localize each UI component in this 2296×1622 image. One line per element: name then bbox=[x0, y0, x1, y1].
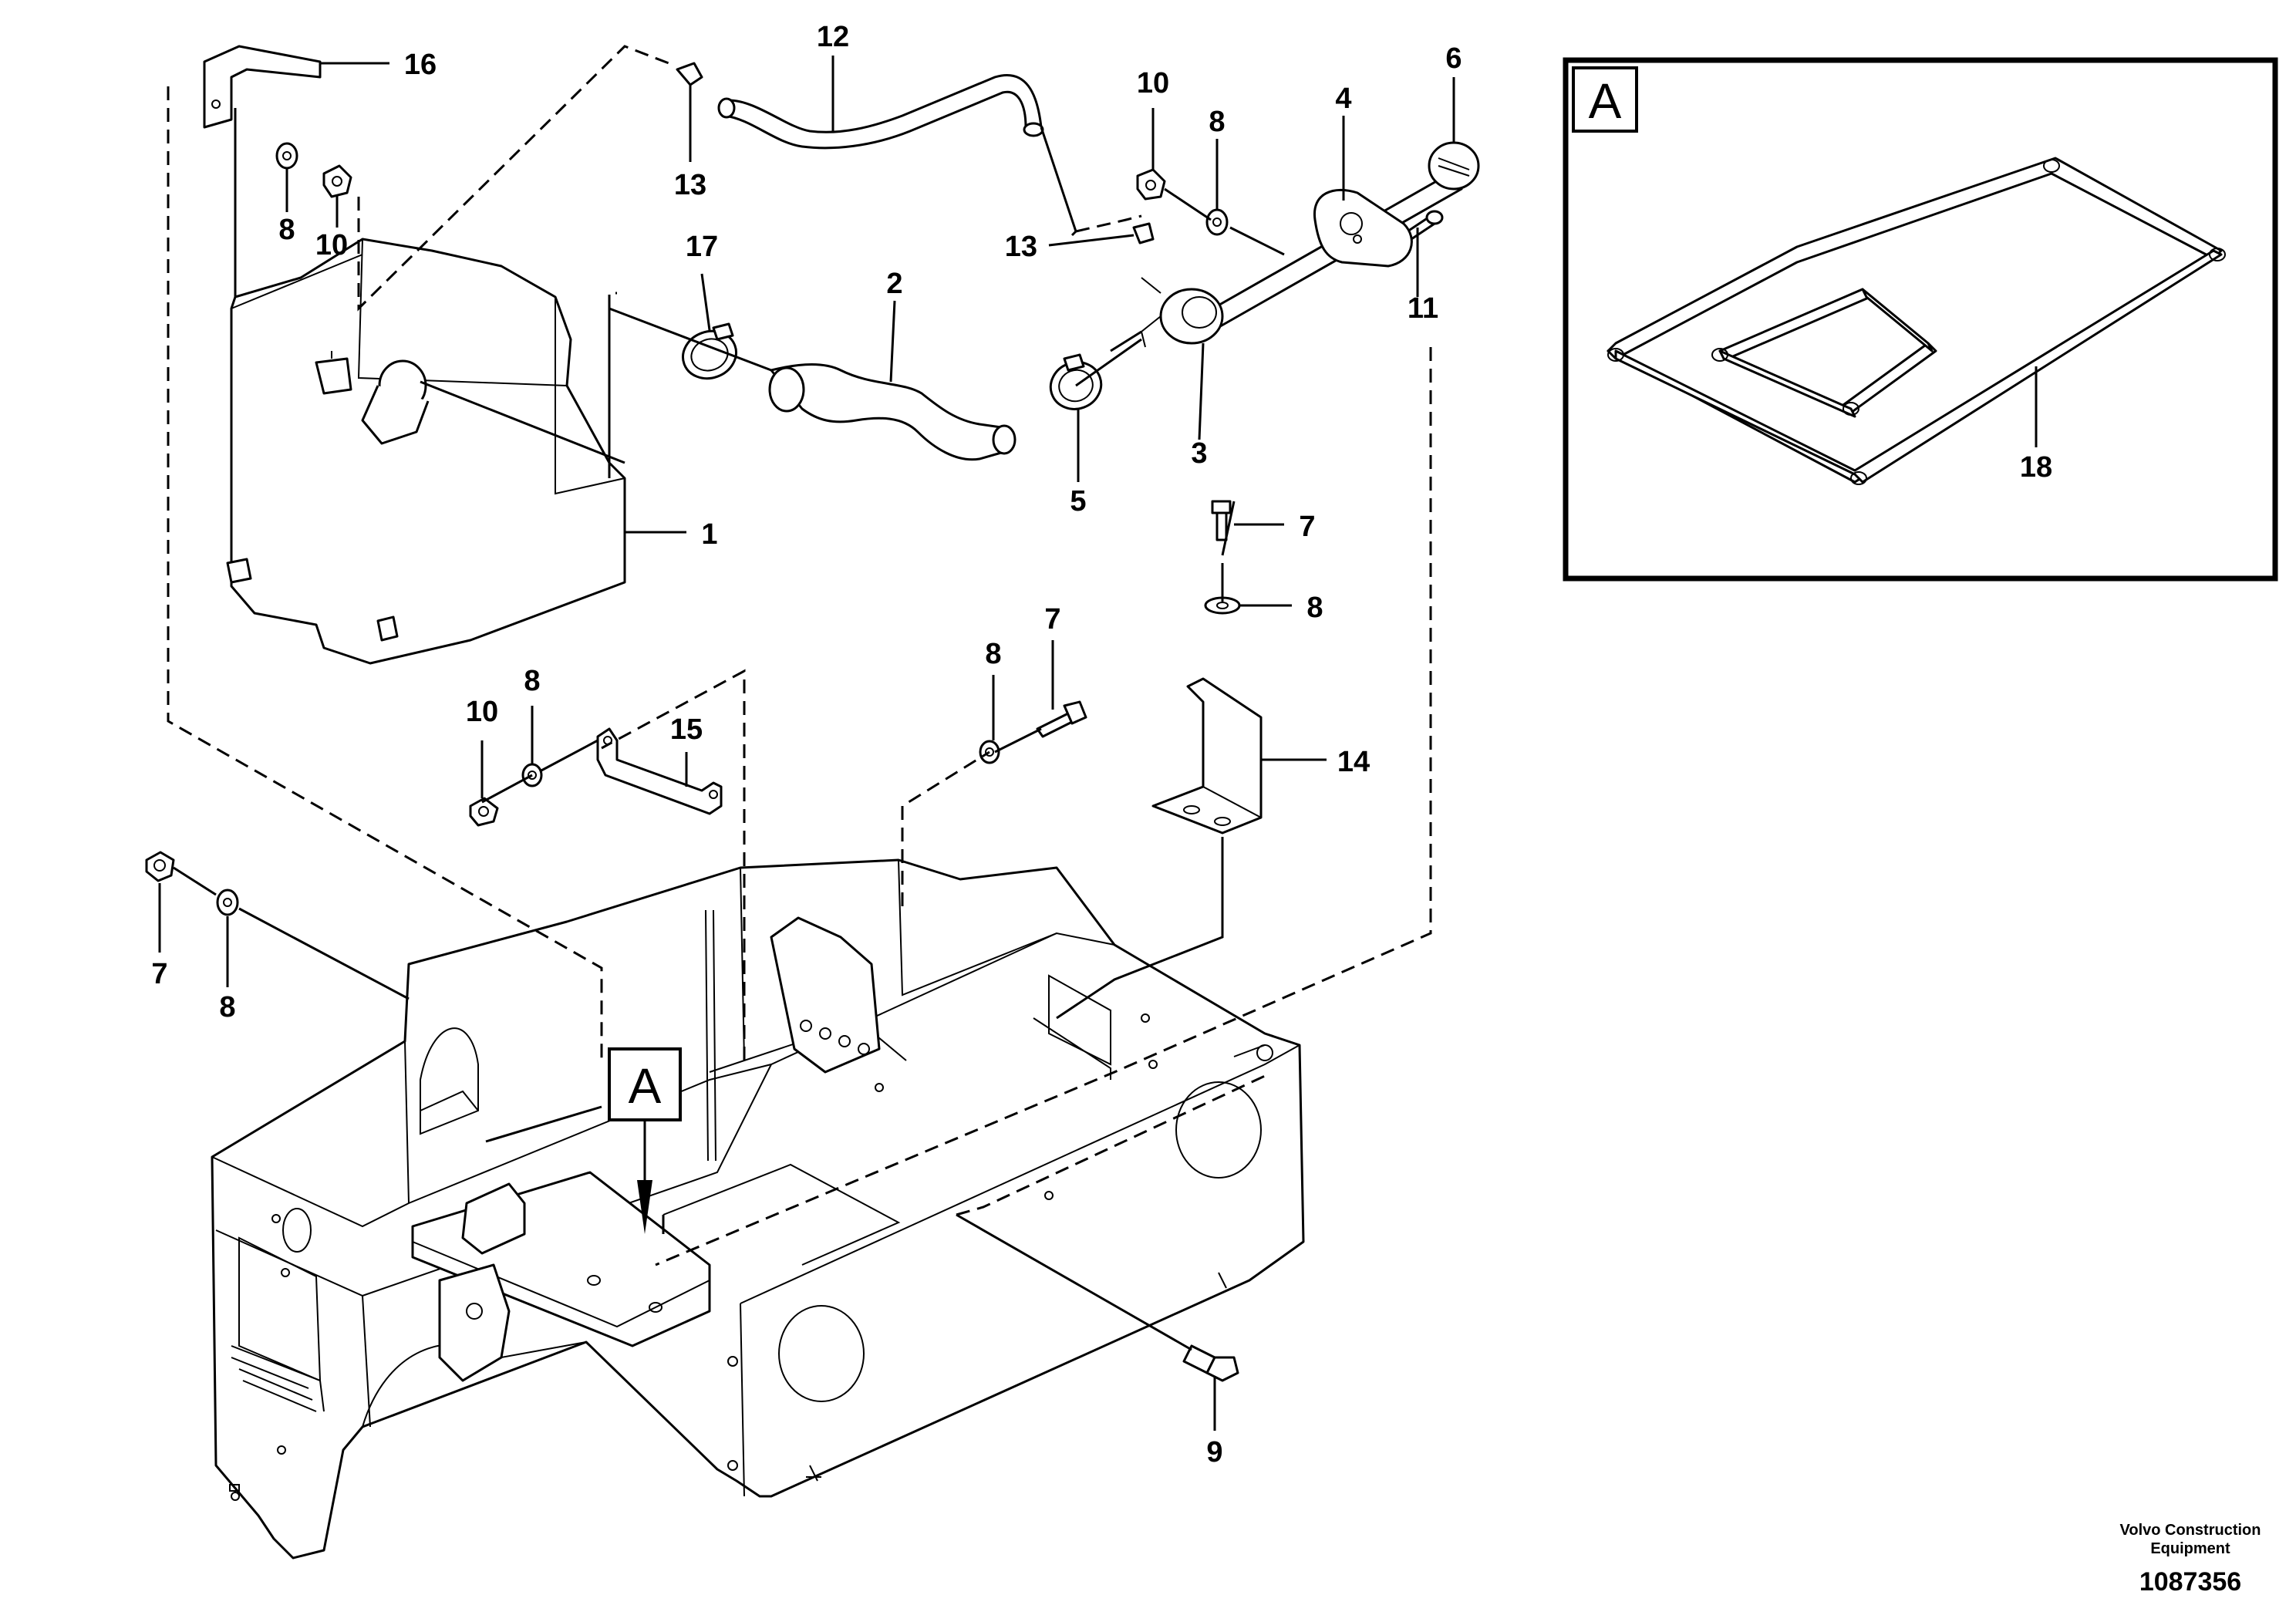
hose-2 bbox=[768, 363, 1017, 461]
label-part-2: 2 bbox=[886, 268, 902, 300]
detail-tag-a-label: A bbox=[629, 1058, 662, 1114]
label-part-7: 7 bbox=[1299, 511, 1315, 543]
label-part-10: 10 bbox=[315, 229, 348, 261]
label-part-3: 3 bbox=[1191, 437, 1207, 470]
label-part-8: 8 bbox=[1209, 106, 1225, 138]
label-part-4: 4 bbox=[1335, 83, 1351, 115]
label-part-8: 8 bbox=[1306, 592, 1323, 624]
part-labels: 16 8 10 13 12 10 8 4 6 13 17 2 11 3 5 1 … bbox=[151, 21, 2052, 1469]
label-part-10: 10 bbox=[466, 696, 498, 728]
label-part-8: 8 bbox=[524, 665, 540, 697]
footer-block: Volvo Construction Equipment 1087356 bbox=[2120, 1522, 2261, 1597]
label-part-13: 13 bbox=[1005, 231, 1037, 263]
label-part-16: 16 bbox=[404, 49, 437, 81]
inset-tag-a-label: A bbox=[1589, 73, 1622, 129]
callout-leaders bbox=[158, 56, 1455, 1431]
assembly-lines bbox=[167, 45, 1432, 1351]
label-part-14: 14 bbox=[1337, 746, 1370, 778]
company-name-line2: Equipment bbox=[2150, 1540, 2230, 1557]
bracket-16 bbox=[203, 45, 322, 129]
detail-tag-a: A bbox=[608, 1047, 682, 1234]
filler-pipe bbox=[1140, 141, 1480, 348]
drawing-number: 1087356 bbox=[2139, 1567, 2241, 1597]
label-part-7: 7 bbox=[151, 958, 167, 990]
label-part-8: 8 bbox=[219, 991, 235, 1023]
inset-detail-a: A bbox=[1563, 57, 2278, 582]
label-part-7: 7 bbox=[1044, 603, 1060, 636]
label-part-12: 12 bbox=[817, 21, 849, 53]
label-part-18: 18 bbox=[2020, 451, 2052, 484]
fasteners bbox=[145, 62, 1444, 1382]
label-part-11: 11 bbox=[1408, 292, 1438, 325]
label-part-10: 10 bbox=[1137, 67, 1169, 99]
tank bbox=[226, 238, 626, 665]
label-part-8: 8 bbox=[985, 638, 1001, 670]
label-part-9: 9 bbox=[1206, 1436, 1222, 1469]
bracket-14 bbox=[1151, 677, 1263, 835]
label-part-6: 6 bbox=[1445, 42, 1462, 75]
hose-12 bbox=[717, 74, 1044, 150]
label-part-17: 17 bbox=[686, 231, 718, 263]
label-part-5: 5 bbox=[1070, 485, 1086, 518]
label-part-15: 15 bbox=[670, 713, 703, 746]
label-part-1: 1 bbox=[701, 518, 717, 551]
company-name-line1: Volvo Construction bbox=[2120, 1522, 2261, 1539]
chassis-frame bbox=[211, 858, 1305, 1560]
label-part-8: 8 bbox=[278, 214, 295, 246]
label-part-13: 13 bbox=[674, 169, 706, 201]
